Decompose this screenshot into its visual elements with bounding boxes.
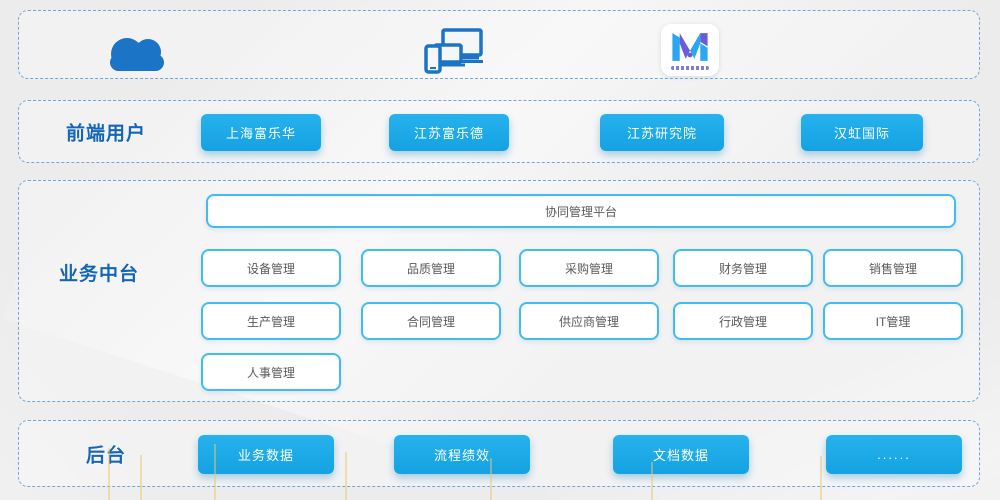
backend-button-document-data: 文档数据: [613, 435, 749, 474]
frontend-button-hanhong-intl: 汉虹国际: [801, 114, 923, 151]
frontend-button-jiangsu-fulede: 江苏富乐德: [389, 114, 509, 151]
backend-panel: 后台 业务数据 流程绩效 文档数据 ......: [18, 420, 980, 487]
devices-icon: [423, 25, 485, 82]
collaboration-platform-box: 协同管理平台: [206, 194, 956, 228]
module-it-mgmt: IT管理: [823, 302, 963, 340]
logo-caption: [671, 66, 709, 70]
backend-button-process-performance: 流程绩效: [394, 435, 530, 474]
module-production-mgmt: 生产管理: [201, 302, 341, 340]
module-supplier-mgmt: 供应商管理: [519, 302, 659, 340]
frontend-label: 前端用户: [66, 123, 147, 144]
frontend-button-jiangsu-institute: 江苏研究院: [600, 114, 724, 151]
frontend-users-panel: 前端用户 上海富乐华 江苏富乐德 江苏研究院 汉虹国际: [18, 100, 980, 163]
module-hr-mgmt: 人事管理: [201, 353, 341, 391]
backend-button-more: ......: [826, 435, 962, 474]
business-middle-platform-panel: 业务中台 协同管理平台 设备管理 品质管理 采购管理 财务管理 销售管理 生产管…: [18, 180, 980, 402]
frontend-button-shanghai-fulehua: 上海富乐华: [201, 114, 321, 151]
module-admin-mgmt: 行政管理: [673, 302, 813, 340]
cloud-icon: [97, 28, 177, 81]
module-quality-mgmt: 品质管理: [361, 249, 501, 287]
m-logo: [661, 24, 719, 76]
module-procurement-mgmt: 采购管理: [519, 249, 659, 287]
backend-label: 后台: [86, 445, 127, 466]
middle-platform-label: 业务中台: [59, 264, 140, 285]
cloud-layer-panel: [18, 10, 980, 79]
backend-button-business-data: 业务数据: [198, 435, 334, 474]
module-equipment-mgmt: 设备管理: [201, 249, 341, 287]
module-finance-mgmt: 财务管理: [673, 249, 813, 287]
module-contract-mgmt: 合同管理: [361, 302, 501, 340]
module-sales-mgmt: 销售管理: [823, 249, 963, 287]
